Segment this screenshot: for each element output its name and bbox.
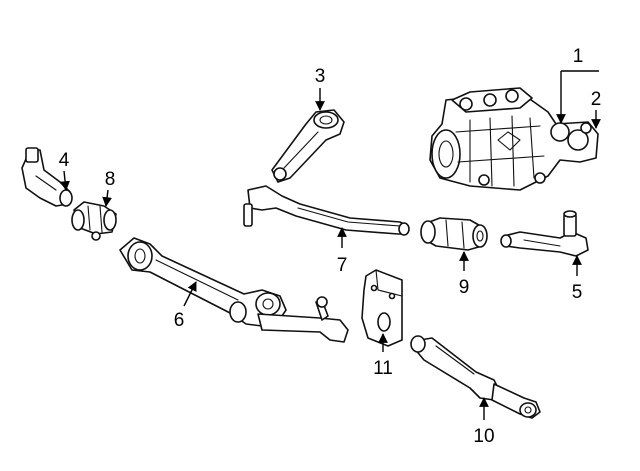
callout-labels: 1 2 3 4 5 6 7 8 9 10 11 (59, 46, 602, 447)
tie-rod-end-right-part (500, 210, 589, 257)
relay-rod-part (119, 237, 349, 343)
callout-4: 4 (59, 150, 70, 171)
leader-8 (102, 189, 112, 207)
callout-11: 11 (373, 358, 393, 379)
adjuster-sleeve-left-part (71, 201, 117, 241)
callout-8: 8 (105, 169, 116, 190)
callout-5: 5 (572, 282, 583, 303)
callout-9: 9 (459, 277, 470, 298)
tie-rod-part (243, 185, 410, 236)
steering-gear-part (429, 87, 599, 191)
leader-6 (183, 281, 197, 307)
pitman-arm-part (271, 109, 345, 183)
callout-7: 7 (337, 255, 348, 276)
leader-lines (60, 70, 601, 420)
leader-4 (60, 170, 70, 191)
callout-2: 2 (591, 89, 602, 110)
callout-6: 6 (174, 310, 185, 331)
mounting-bracket-part (361, 269, 403, 347)
steering-damper-part (410, 335, 541, 419)
callout-10: 10 (473, 426, 494, 447)
adjuster-sleeve-right-part (420, 217, 488, 251)
callout-3: 3 (315, 66, 326, 87)
callout-1: 1 (573, 46, 584, 67)
